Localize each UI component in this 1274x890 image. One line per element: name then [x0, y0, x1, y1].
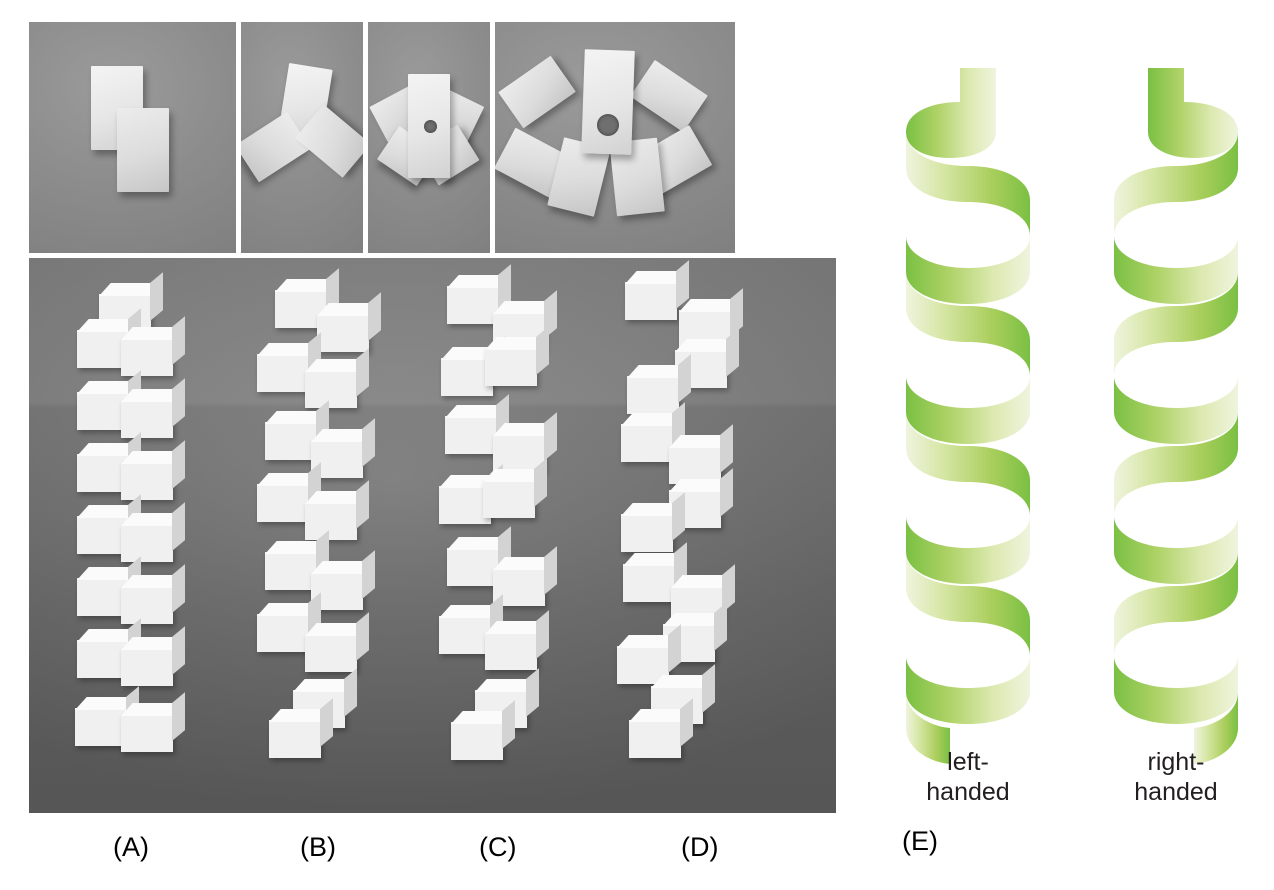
helix-ribbon: [906, 68, 1030, 764]
caption-d: (D): [681, 832, 719, 862]
helix-left-label-line2: handed: [926, 777, 1010, 806]
isolated-unit-b: [269, 668, 365, 758]
top-view-panel-d: [495, 22, 735, 253]
block-slab: [117, 108, 169, 192]
caption-e: (E): [902, 826, 938, 856]
helix-left-handed: [888, 40, 1048, 770]
caption-a: (A): [113, 832, 149, 862]
caption-b: (B): [300, 832, 336, 862]
helix-right-label: right- handed: [1116, 748, 1236, 807]
helix-left-label: left- handed: [908, 748, 1028, 807]
rosette-hub: [597, 114, 619, 136]
isolated-unit-a: [75, 686, 185, 752]
helix-right-label-line1: right-: [1147, 748, 1205, 776]
top-view-panel-c: [368, 22, 490, 253]
caption-c: (C): [479, 832, 517, 862]
top-view-panel-a: [29, 22, 236, 253]
helix-right-label-line2: handed: [1134, 777, 1218, 806]
top-view-panel-strip: [29, 22, 735, 253]
helix-left-label-line1: left-: [947, 748, 989, 776]
main-photograph: [29, 258, 836, 813]
block-slab: [581, 49, 635, 155]
rosette-hub: [424, 120, 437, 133]
top-view-panel-b: [241, 22, 363, 253]
isolated-unit-c: [451, 668, 547, 760]
helix-right-handed: [1096, 40, 1256, 770]
helix-ribbon: [1114, 68, 1238, 764]
isolated-unit-d: [629, 664, 725, 758]
